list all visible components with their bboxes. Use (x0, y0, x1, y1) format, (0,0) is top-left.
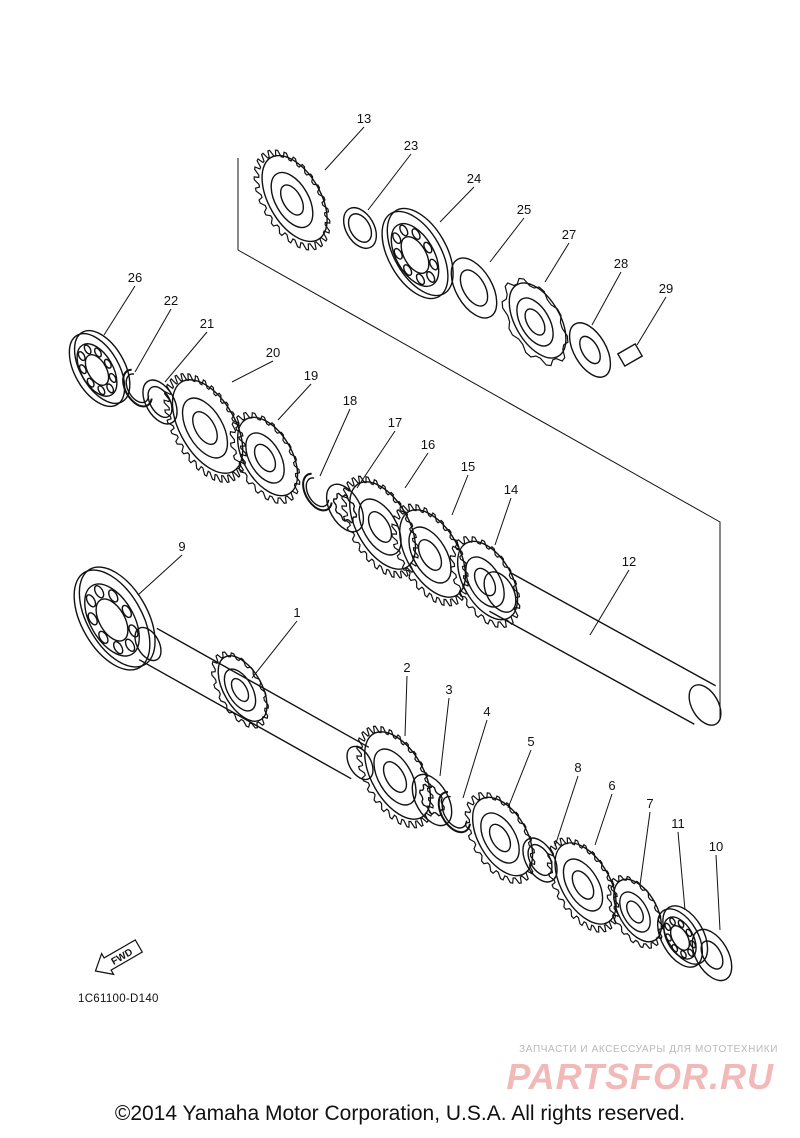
leader-line-23 (367, 153, 412, 211)
circlip-part-22 (122, 368, 153, 408)
watermark-logo: PARTSFOR.RU (506, 1056, 774, 1097)
leader-line-19 (277, 383, 312, 421)
leader-line-10 (715, 854, 721, 931)
leader-line-22 (134, 308, 172, 373)
leader-line-25 (489, 217, 525, 263)
callout-8: 8 (574, 760, 581, 775)
main-axle-shaft (134, 626, 374, 781)
gear-part-5 (464, 791, 536, 885)
gear-part-14 (449, 535, 521, 629)
watermark-caption: ЗАПЧАСТИ И АКСЕССУАРЫ ДЛЯ МОТОТЕХНИКИ (519, 1044, 778, 1055)
leader-line-1 (251, 620, 298, 679)
leader-line-13 (324, 126, 365, 171)
gear-part-19 (229, 411, 301, 505)
leader-line-29 (636, 296, 667, 346)
callout-20: 20 (266, 345, 280, 360)
bearing-part-9 (73, 566, 156, 671)
callout-21: 21 (200, 316, 214, 331)
leader-line-2 (404, 675, 408, 737)
gear-part-7 (606, 875, 664, 949)
washer-part-21 (142, 379, 178, 425)
leader-line-11 (677, 831, 686, 911)
callout-2: 2 (403, 660, 410, 675)
gear-part-13 (253, 149, 331, 251)
callout-11: 11 (671, 816, 685, 831)
group-bracket-line (237, 158, 721, 718)
leader-line-9 (137, 554, 183, 596)
callout-16: 16 (421, 437, 435, 452)
callout-4: 4 (483, 704, 490, 719)
leader-line-27 (544, 242, 570, 283)
leader-line-26 (103, 285, 136, 336)
drive-axle-shaft (483, 571, 722, 726)
leader-line-6 (594, 793, 613, 846)
callout-5: 5 (527, 734, 534, 749)
leader-line-16 (404, 452, 429, 489)
callout-29: 29 (659, 281, 673, 296)
bearing-part-11 (656, 905, 709, 968)
leader-line-8 (554, 775, 579, 847)
oil-seal-part-10 (691, 928, 733, 982)
washer-part-23 (342, 207, 378, 249)
main-axle-gear-part-1 (210, 651, 270, 729)
leader-line-18 (319, 408, 351, 477)
callout-7: 7 (646, 796, 653, 811)
leader-line-28 (591, 271, 622, 326)
callout-1: 1 (293, 605, 300, 620)
callout-18: 18 (343, 393, 357, 408)
leader-line-14 (494, 497, 512, 546)
leader-line-21 (164, 331, 208, 383)
bolt-part-29 (616, 342, 644, 368)
callout-22: 22 (164, 293, 178, 308)
callout-12: 12 (622, 554, 636, 569)
copyright-notice: ©2014 Yamaha Motor Corporation, U.S.A. A… (114, 1102, 686, 1125)
leader-line-24 (439, 186, 475, 223)
leader-line-7 (639, 811, 651, 886)
washer-part-3 (411, 773, 453, 827)
callout-6: 6 (608, 778, 615, 793)
leader-line-15 (451, 474, 469, 516)
leader-line-20 (231, 360, 274, 383)
callout-9: 9 (178, 539, 185, 554)
callout-25: 25 (517, 202, 531, 217)
bearing-part-24 (381, 207, 454, 300)
callout-15: 15 (461, 459, 475, 474)
callout-3: 3 (445, 682, 452, 697)
callout-13: 13 (357, 111, 371, 126)
leader-line-5 (507, 749, 532, 809)
gear-part-6 (546, 837, 620, 933)
diagram-part-number: 1C61100-D140 (78, 993, 159, 1005)
fwd-label: FWD (110, 947, 135, 968)
callout-27: 27 (562, 227, 576, 242)
callout-14: 14 (504, 482, 518, 497)
leader-line-12 (589, 569, 630, 636)
sprocket-part-27 (501, 277, 569, 367)
circlip-part-4 (437, 790, 471, 834)
callout-28: 28 (614, 256, 628, 271)
leader-line-17 (356, 430, 396, 489)
callout-24: 24 (467, 171, 481, 186)
callout-10: 10 (709, 839, 723, 854)
callout-23: 23 (404, 138, 418, 153)
leader-line-3 (439, 697, 450, 777)
leader-line-4 (462, 719, 488, 799)
callout-19: 19 (304, 368, 318, 383)
gear-part-20 (163, 373, 247, 483)
lock-washer-part-28 (568, 322, 612, 378)
bearing-part-26 (68, 329, 131, 408)
fwd-arrow-icon: FWD (94, 939, 144, 976)
oil-seal-part-25 (450, 257, 498, 319)
callout-26: 26 (128, 270, 142, 285)
callout-17: 17 (388, 415, 402, 430)
